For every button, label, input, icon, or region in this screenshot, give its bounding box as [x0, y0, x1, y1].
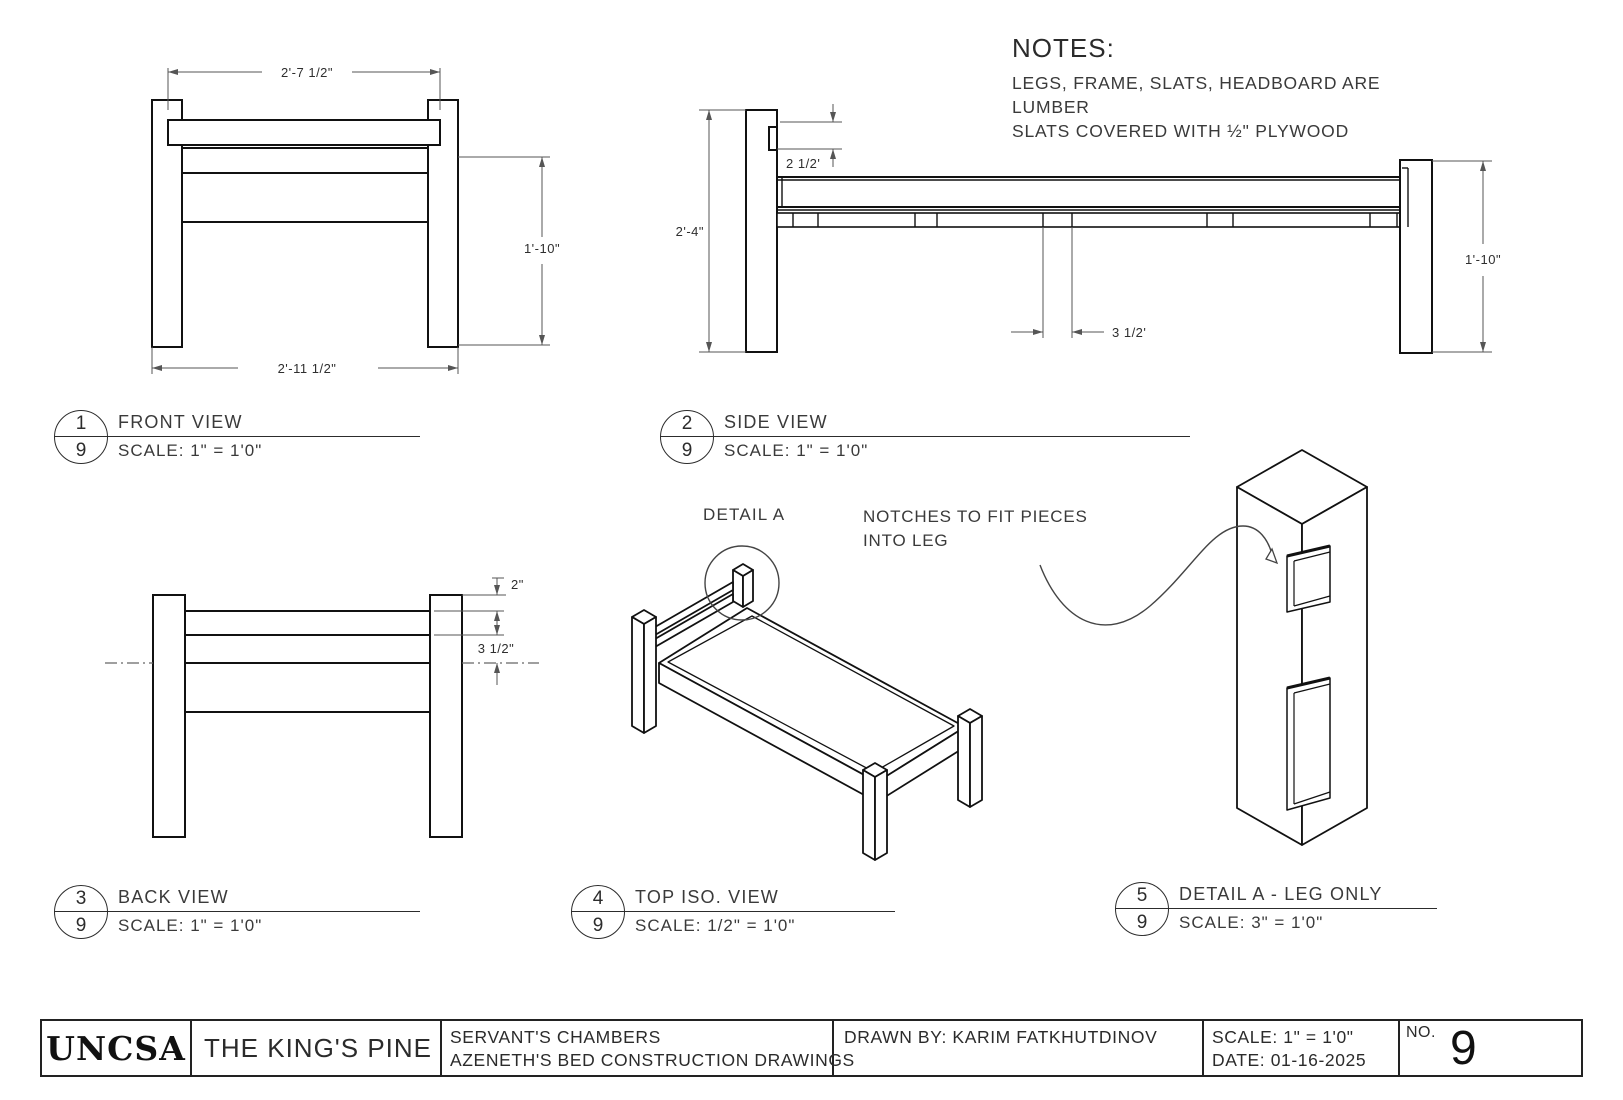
iso-view-drawing: [631, 545, 983, 861]
side-dimensions: [699, 104, 1492, 353]
view-title: SIDE VIEW: [724, 412, 828, 432]
notch-annotation: NOTCHES TO FIT PIECES INTO LEG: [863, 507, 1088, 550]
side-dim-leg-height: 2'-4": [676, 224, 704, 239]
sheet-scale: SCALE: 1" = 1'0": [1212, 1027, 1354, 1047]
title-block-drawn-by-cell: DRAWN BY: KARIM FATKHUTDINOV: [834, 1021, 1204, 1075]
notes-line-2: LUMBER: [1012, 97, 1090, 117]
label-bubble: 3 9: [54, 885, 108, 939]
drawn-by: DRAWN BY: KARIM FATKHUTDINOV: [844, 1027, 1158, 1047]
title-block-logo-cell: UNCSA: [42, 1021, 192, 1075]
back-bed-geometry: [152, 594, 463, 838]
back-right-leg: [429, 594, 463, 838]
production-title: THE KING'S PINE: [204, 1032, 433, 1063]
view-title: TOP ISO. VIEW: [635, 887, 779, 907]
side-foot-leg: [1399, 159, 1433, 354]
back-top-rail: [184, 610, 431, 636]
side-slat-dividers: [792, 213, 1398, 227]
detail-a-callout-label: DETAIL A: [703, 505, 786, 524]
detail-a-callout-circle: [704, 545, 780, 621]
title-block-sheet-cell: SERVANT'S CHAMBERS AZENETH'S BED CONSTRU…: [442, 1021, 855, 1075]
label-number: 1: [75, 413, 87, 434]
view-scale: SCALE: 3" = 1'0": [1179, 913, 1324, 932]
front-dim-width-top: 2'-7 1/2": [281, 65, 333, 80]
view-title: FRONT VIEW: [118, 412, 243, 432]
view-scale: SCALE: 1" = 1'0": [724, 441, 869, 460]
label-bubble: 1 9: [54, 410, 108, 464]
scene-name: SERVANT'S CHAMBERS: [450, 1027, 661, 1047]
view-title: BACK VIEW: [118, 887, 229, 907]
front-upper-rail: [181, 147, 429, 174]
label-rule: [54, 436, 420, 437]
detail-upper-notch: [1286, 544, 1331, 613]
back-view-drawing: 2" 3 1/2": [105, 577, 539, 838]
detail-leg-geometry: [1236, 449, 1368, 846]
label-bubble: 4 9: [571, 885, 625, 939]
side-slat-band: [776, 212, 1401, 228]
label-sheet-count: 9: [592, 915, 604, 936]
front-dimensions: [151, 68, 550, 374]
notch-leader-arrow: [1039, 525, 1279, 626]
detail-leg-drawing: [1039, 449, 1368, 846]
sheet-number: 9: [1449, 1022, 1477, 1075]
side-dim-foot-height: 1'-10": [1465, 252, 1501, 267]
view-title: DETAIL A - LEG ONLY: [1179, 884, 1383, 904]
label-rule: [571, 911, 895, 912]
label-number: 2: [681, 413, 693, 434]
label-sheet-count: 9: [75, 440, 87, 461]
notes-line-3: SLATS COVERED WITH ½" PLYWOOD: [1012, 121, 1350, 141]
uncsa-logo: UNCSA: [46, 1028, 186, 1068]
title-block-scale-cell: SCALE: 1" = 1'0" DATE: 01-16-2025: [1204, 1021, 1400, 1075]
label-rule: [1115, 908, 1437, 909]
side-dim-notch: 2 1/2': [786, 156, 820, 171]
label-bubble: 5 9: [1115, 882, 1169, 936]
label-number: 4: [592, 888, 604, 909]
label-number: 3: [75, 888, 87, 909]
sheet-title: AZENETH'S BED CONSTRUCTION DRAWINGS: [450, 1050, 855, 1070]
iso-bed-geometry: [631, 563, 983, 861]
label-sheet-count: 9: [75, 915, 87, 936]
label-sheet-count: 9: [681, 440, 693, 461]
front-dim-height: 1'-10": [524, 241, 560, 256]
front-bed-geometry: [151, 99, 459, 348]
sheet-date: DATE: 01-16-2025: [1212, 1050, 1367, 1070]
side-bed-geometry: [745, 109, 1433, 354]
side-rail: [776, 176, 1401, 208]
sheet-number-label: NO.: [1406, 1024, 1436, 1041]
back-dimensions: [434, 577, 506, 685]
side-view-drawing: 2 1/2' 2'-4" 3 1/2' 1'-10": [676, 104, 1501, 354]
view-scale: SCALE: 1" = 1'0": [118, 916, 263, 935]
title-block-production-cell: THE KING'S PINE: [192, 1021, 442, 1075]
front-headboard-beam: [167, 119, 441, 146]
side-dim-slat-width: 3 1/2': [1112, 325, 1146, 340]
view-scale: SCALE: 1" = 1'0": [118, 441, 263, 460]
detail-lower-notch: [1286, 676, 1331, 811]
back-dim-top-offset: 2": [511, 577, 524, 592]
title-block-number-cell: NO. 9: [1400, 1021, 1579, 1075]
title-block: UNCSA THE KING'S PINE SERVANT'S CHAMBERS…: [40, 1019, 1583, 1077]
front-dim-width-bottom: 2'-11 1/2": [278, 361, 337, 376]
notes-title: NOTES:: [1012, 33, 1115, 63]
back-mid-rail: [184, 634, 431, 664]
side-headboard-beam-notch: [768, 126, 778, 151]
back-bottom-rail: [184, 662, 431, 713]
front-view-drawing: 2'-7 1/2" 1'-10" 2'-11 1/2": [151, 65, 560, 376]
view-scale: SCALE: 1/2" = 1'0": [635, 916, 796, 935]
notes-line-1: LEGS, FRAME, SLATS, HEADBOARD ARE: [1012, 73, 1381, 93]
label-number: 5: [1136, 885, 1148, 906]
front-side-rail: [181, 172, 429, 223]
label-bubble: 2 9: [660, 410, 714, 464]
label-rule: [54, 911, 420, 912]
back-dim-rail: 3 1/2": [478, 641, 515, 656]
label-sheet-count: 9: [1136, 912, 1148, 933]
label-rule: [660, 436, 1190, 437]
back-left-leg: [152, 594, 186, 838]
notes-block: NOTES: LEGS, FRAME, SLATS, HEADBOARD ARE…: [1012, 33, 1392, 143]
